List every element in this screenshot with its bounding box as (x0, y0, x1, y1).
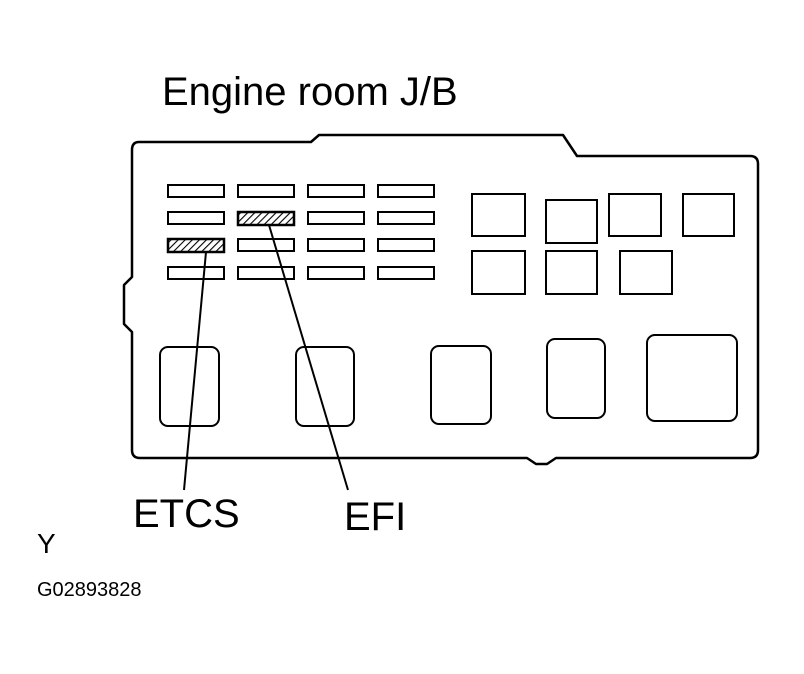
fuse-slot (167, 211, 225, 225)
fuse-slot (237, 238, 295, 252)
relay (545, 250, 598, 295)
fusible-link (546, 338, 606, 419)
fusible-link (159, 346, 220, 427)
diagram-title: Engine room J/B (162, 70, 458, 114)
etcs-leader-line (183, 251, 207, 491)
fuse-slot (237, 266, 295, 280)
fuse-slot (167, 266, 225, 280)
relay-group (471, 193, 735, 295)
fuse-slot (307, 266, 365, 280)
view-label: Y (37, 528, 56, 559)
fuse-slot (307, 238, 365, 252)
fuse-slot (307, 184, 365, 198)
fusible-link-group (159, 334, 738, 427)
fuse-slot (167, 184, 225, 198)
relay (619, 250, 673, 295)
fusible-link (646, 334, 738, 422)
junction-block-outline (122, 133, 760, 466)
figure-id: G02893828 (37, 579, 142, 601)
fuse-slot (377, 184, 435, 198)
fuse-grid (167, 184, 435, 280)
efi-leader-line (268, 224, 349, 491)
fuse-slot (377, 238, 435, 252)
etcs-label: ETCS (133, 492, 240, 536)
fuse-slot (377, 211, 435, 225)
relay (682, 193, 735, 237)
fuse-slot (377, 266, 435, 280)
fusible-link (295, 346, 355, 427)
fuse-slot (307, 211, 365, 225)
fuse-slot (237, 184, 295, 198)
etcs-fuse-highlight (166, 237, 226, 254)
fusible-link (430, 345, 492, 425)
relay (471, 250, 526, 295)
efi-fuse-highlight (236, 210, 296, 227)
efi-label: EFI (344, 495, 407, 539)
relay (471, 193, 526, 237)
relay (608, 193, 662, 237)
relay (545, 199, 598, 244)
